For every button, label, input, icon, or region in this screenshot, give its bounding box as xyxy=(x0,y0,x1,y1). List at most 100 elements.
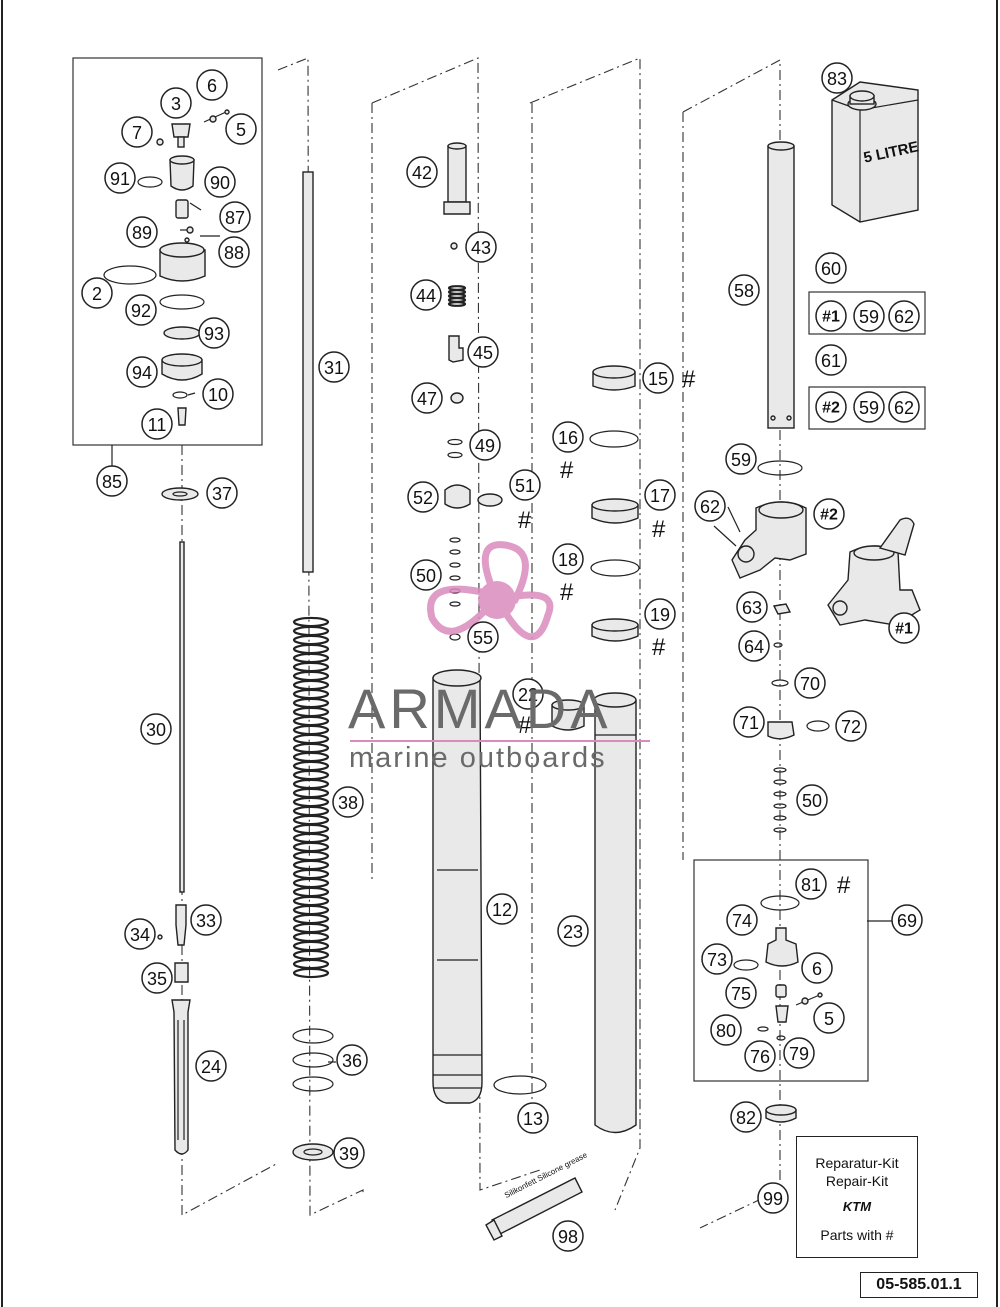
svg-text:6: 6 xyxy=(207,76,217,96)
callout-50: 50 xyxy=(410,559,442,591)
callout-18: 18 xyxy=(552,543,584,575)
svg-text:5: 5 xyxy=(824,1009,834,1029)
svg-text:75: 75 xyxy=(731,984,751,1004)
callout-90: 90 xyxy=(204,166,236,198)
svg-text:10: 10 xyxy=(208,385,228,405)
callout-7: 7 xyxy=(121,116,153,148)
callout-59: 59 xyxy=(725,443,757,475)
svg-text:7: 7 xyxy=(132,123,142,143)
svg-text:99: 99 xyxy=(763,1189,783,1209)
callout-85: 85 xyxy=(96,465,128,497)
svg-text:18: 18 xyxy=(558,550,578,570)
hash-mark: # xyxy=(518,507,532,534)
callout-94: 94 xyxy=(126,356,158,388)
callout-70: 70 xyxy=(794,667,826,699)
repair-kit-line1: Reparatur-Kit xyxy=(815,1155,899,1171)
svg-text:90: 90 xyxy=(210,173,230,193)
svg-text:34: 34 xyxy=(130,925,150,945)
svg-text:74: 74 xyxy=(732,911,752,931)
repair-kit-line2: Repair-Kit xyxy=(825,1173,889,1189)
callout-51: 51 xyxy=(509,469,541,501)
callout-38: 38 xyxy=(332,786,364,818)
svg-text:12: 12 xyxy=(492,900,512,920)
callout-52: 52 xyxy=(407,481,439,513)
callout-35: 35 xyxy=(141,962,173,994)
svg-text:62: 62 xyxy=(700,497,720,517)
svg-text:69: 69 xyxy=(897,911,917,931)
svg-text:#1: #1 xyxy=(895,621,913,638)
repair-kit-brand: KTM xyxy=(842,1199,872,1214)
svg-text:76: 76 xyxy=(750,1047,770,1067)
callout-44: 44 xyxy=(410,279,442,311)
svg-text:72: 72 xyxy=(841,717,861,737)
svg-text:35: 35 xyxy=(147,969,167,989)
callout-83: 83 xyxy=(821,62,853,94)
svg-text:55: 55 xyxy=(473,628,493,648)
column-4-parts xyxy=(551,365,640,1134)
svg-text:47: 47 xyxy=(417,389,437,409)
callout-3: 3 xyxy=(160,87,192,119)
svg-text:73: 73 xyxy=(707,950,727,970)
svg-text:58: 58 xyxy=(734,281,754,301)
callout-layer: 2356710111213151617181922232430313334353… xyxy=(81,62,923,1252)
callout-37: 37 xyxy=(206,477,238,509)
svg-text:50: 50 xyxy=(802,791,822,811)
callout-16: 16 xyxy=(552,421,584,453)
svg-text:13: 13 xyxy=(523,1109,543,1129)
assembly-85-parts xyxy=(103,109,230,426)
svg-text:85: 85 xyxy=(102,472,122,492)
callout-75: 75 xyxy=(725,977,757,1009)
svg-text:44: 44 xyxy=(416,286,436,306)
assembly-box-85 xyxy=(72,57,263,446)
svg-text:11: 11 xyxy=(148,415,167,435)
column-3-parts xyxy=(432,142,547,1104)
callout-6: 6 xyxy=(801,952,833,984)
svg-text:94: 94 xyxy=(132,363,152,383)
svg-text:38: 38 xyxy=(338,793,358,813)
hash-mark: # xyxy=(518,712,532,739)
svg-text:89: 89 xyxy=(132,223,152,243)
svg-text:37: 37 xyxy=(212,484,232,504)
callout-87: 87 xyxy=(219,201,251,233)
svg-text:93: 93 xyxy=(204,324,224,344)
svg-text:30: 30 xyxy=(146,720,166,740)
svg-text:59: 59 xyxy=(859,307,879,327)
callout-49: 49 xyxy=(469,429,501,461)
callout-61: 61 xyxy=(815,344,847,376)
svg-text:#2: #2 xyxy=(822,400,840,417)
svg-text:92: 92 xyxy=(131,301,151,321)
callout-5: 5 xyxy=(813,1002,845,1034)
svg-text:31: 31 xyxy=(324,358,344,378)
svg-text:49: 49 xyxy=(475,436,495,456)
column-1-parts xyxy=(157,487,199,1155)
callout-36: 36 xyxy=(336,1044,368,1076)
callout-60: 60 xyxy=(815,252,847,284)
callout-11: 11 xyxy=(141,408,173,440)
svg-text:81: 81 xyxy=(801,875,821,895)
callout-24: 24 xyxy=(195,1050,227,1082)
watermark-tagline: marine outboards xyxy=(349,742,607,774)
svg-text:#2: #2 xyxy=(820,507,838,524)
callout-30: 30 xyxy=(140,713,172,745)
svg-text:33: 33 xyxy=(196,911,216,931)
svg-text:36: 36 xyxy=(342,1051,362,1071)
callout-58: 58 xyxy=(728,274,760,306)
callout-10: 10 xyxy=(202,378,234,410)
watermark-brand: ARMADA xyxy=(348,677,612,740)
svg-text:98: 98 xyxy=(558,1227,578,1247)
svg-text:62: 62 xyxy=(894,307,914,327)
svg-text:82: 82 xyxy=(736,1108,756,1128)
svg-text:50: 50 xyxy=(416,566,436,586)
svg-text:2: 2 xyxy=(92,284,102,304)
callout-17: 17 xyxy=(644,479,676,511)
svg-text:51: 51 xyxy=(515,476,535,496)
callout-89: 89 xyxy=(126,216,158,248)
callout-62: 62 xyxy=(694,490,726,522)
svg-text:61: 61 xyxy=(821,351,841,371)
callout-63: 63 xyxy=(736,591,768,623)
svg-text:23: 23 xyxy=(563,922,583,942)
repair-kit-parts-with: Parts with # xyxy=(820,1227,894,1243)
kit-box-60 xyxy=(808,291,926,335)
callout-50: 50 xyxy=(796,784,828,816)
